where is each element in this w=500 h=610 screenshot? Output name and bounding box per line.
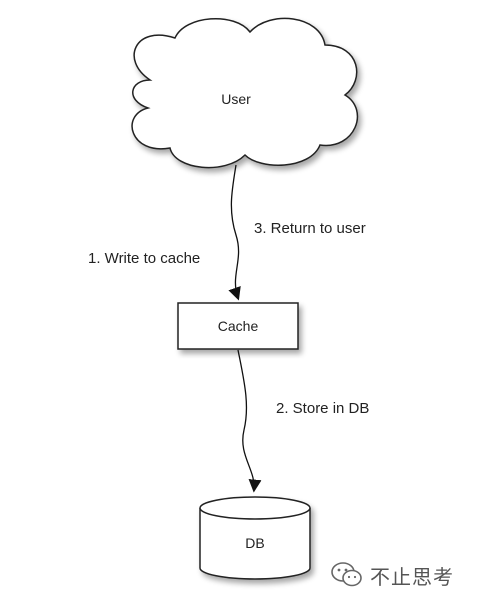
cache-box	[177, 302, 299, 350]
cache-node: Cache	[177, 302, 299, 350]
edge-label-store-in-db: 2. Store in DB	[276, 400, 369, 417]
cache-label: Cache	[218, 318, 259, 334]
db-cylinder-body	[199, 508, 311, 580]
user-label: User	[221, 91, 251, 107]
cloud-shape	[131, 17, 359, 169]
edge-label-write-to-cache: 1. Write to cache	[88, 250, 200, 267]
edge-label-return-to-user: 3. Return to user	[254, 220, 366, 237]
watermark: 不止思考	[330, 560, 454, 590]
user-node: User	[131, 17, 359, 169]
wechat-logo-icon	[331, 562, 362, 587]
edge-cache-db-line	[237, 349, 262, 493]
db-cylinder-top	[199, 496, 311, 520]
db-label: DB	[245, 535, 264, 551]
edge-user-cache-line	[228, 164, 241, 301]
watermark-text: 不止思考	[370, 564, 454, 589]
db-node	[199, 496, 311, 580]
